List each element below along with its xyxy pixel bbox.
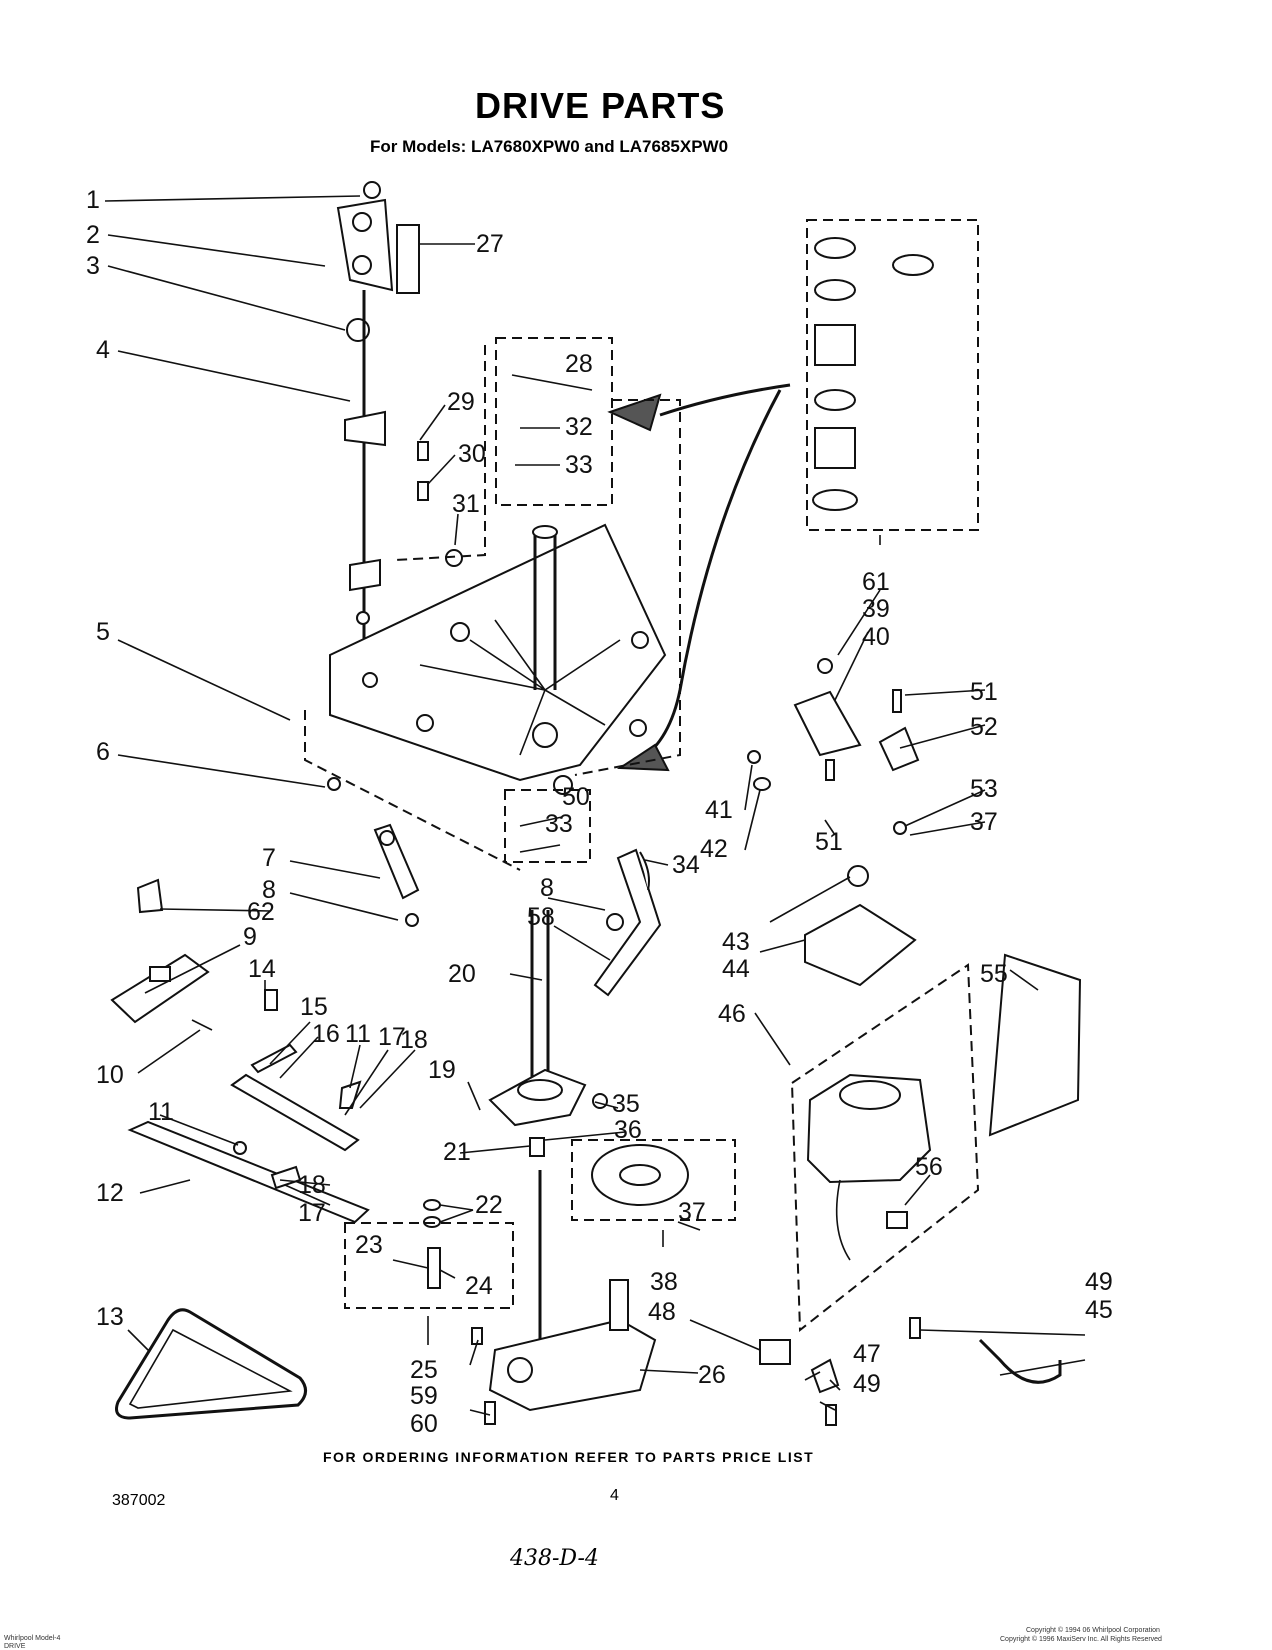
callout-11b: 11 [148,1098,174,1126]
callout-26: 26 [698,1361,726,1389]
callout-3: 3 [86,252,100,280]
handwritten-code: 438-D-4 [509,1546,599,1571]
callout-25: 25 [410,1356,438,1384]
callout-51b: 51 [815,828,843,856]
callout-5: 5 [96,618,110,646]
callout-35: 35 [612,1090,640,1118]
page-subtitle: For Models: LA7680XPW0 and LA7685XPW0 [370,137,728,156]
callout-18a: 18 [400,1026,428,1054]
ordering-note: FOR ORDERING INFORMATION REFER TO PARTS … [323,1449,814,1465]
callout-13: 13 [96,1303,124,1331]
callout-21: 21 [443,1138,471,1166]
callout-30: 30 [458,440,486,468]
callout-1: 1 [86,186,100,214]
callout-24: 24 [465,1272,493,1300]
callout-34: 34 [672,851,700,879]
callout-40: 40 [862,623,890,651]
callout-2: 2 [86,221,100,249]
callout-62: 62 [247,898,275,926]
bottom-left-line-1: Whirlpool Model-4 [4,1635,61,1642]
callout-14: 14 [248,955,276,983]
callout-58: 58 [527,903,555,931]
doc-number: 387002 [112,1492,165,1509]
callout-12: 12 [96,1179,124,1207]
callout-19: 19 [428,1056,456,1084]
copyright-line-2: Copyright © 1996 MaxiServ Inc. All Right… [1000,1635,1162,1643]
callout-52: 52 [970,713,998,741]
callout-18b: 18 [298,1171,326,1199]
callout-7: 7 [262,844,276,872]
callout-59: 59 [410,1382,438,1410]
callout-16: 16 [312,1020,340,1048]
callout-10: 10 [96,1061,124,1089]
callout-61: 61 [862,568,890,596]
callout-47: 47 [853,1340,881,1368]
callout-20: 20 [448,960,476,988]
callout-32: 32 [565,413,593,441]
callout-41: 41 [705,796,733,824]
callout-8a: 8 [262,876,276,904]
callout-37b: 37 [970,808,998,836]
callout-4: 4 [96,336,110,364]
callout-15: 15 [300,993,328,1021]
callout-46: 46 [718,1000,746,1028]
parts-drawing [110,181,1082,1426]
callout-38: 38 [650,1268,678,1296]
callout-45: 45 [1085,1296,1113,1324]
callout-55: 55 [980,960,1008,988]
group-boxes [304,219,980,1333]
callout-36: 36 [614,1116,642,1144]
leader-lines [104,195,1086,1416]
callout-8b: 8 [540,874,554,902]
callout-6: 6 [96,738,110,766]
callout-9: 9 [243,923,257,951]
callout-11a: 11 [345,1020,371,1048]
callout-23: 23 [355,1231,383,1259]
callout-29: 29 [447,388,475,416]
callout-37a: 37 [678,1198,706,1226]
callout-42: 42 [700,835,728,863]
callout-33b: 33 [545,810,573,838]
callout-28: 28 [565,350,593,378]
callout-39: 39 [862,595,890,623]
callout-44: 44 [722,955,750,983]
callout-60: 60 [410,1410,438,1438]
page-title: DRIVE PARTS [475,85,725,126]
callout-33a: 33 [565,451,593,479]
bottom-left-line-2: DRIVE [4,1643,26,1650]
callout-48: 48 [648,1298,676,1326]
callout-numbers: 1 2 3 4 27 28 29 30 32 33 31 5 6 50 33 3… [86,186,1113,1438]
callout-17a: 17 [378,1023,406,1051]
callout-56: 56 [915,1153,943,1181]
callout-22: 22 [475,1191,503,1219]
callout-49a: 49 [1085,1268,1113,1296]
callout-50: 50 [562,783,590,811]
callout-49b: 49 [853,1370,881,1398]
callout-51a: 51 [970,678,998,706]
callout-27: 27 [476,230,504,258]
callout-17b: 17 [298,1199,326,1227]
callout-31: 31 [452,490,480,518]
callout-53: 53 [970,775,998,803]
copyright-line-1: Copyright © 1994 06 Whirlpool Corporatio… [1026,1626,1160,1634]
page-number: 4 [610,1487,619,1504]
callout-43: 43 [722,928,750,956]
